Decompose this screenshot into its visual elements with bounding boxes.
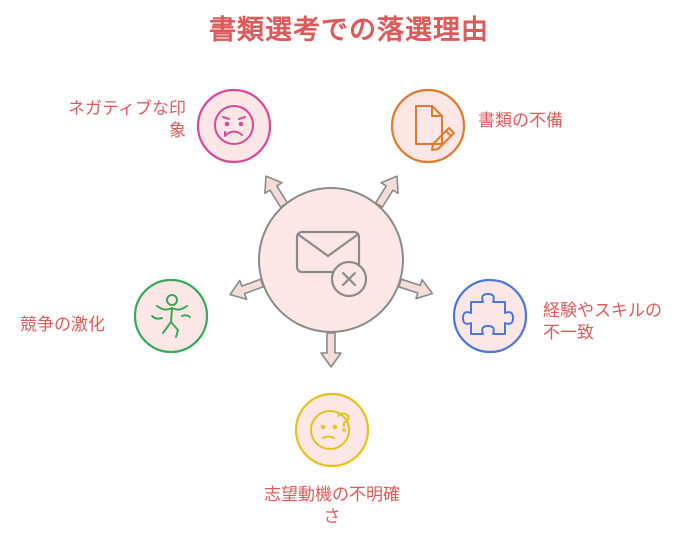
node-competition: [133, 278, 209, 354]
arrow-to-negative: [264, 175, 289, 208]
label-negative-line-2: 象: [169, 121, 186, 141]
documents-circle: [390, 88, 466, 164]
center-circle: [258, 187, 404, 333]
motivation-circle: [294, 392, 370, 468]
diagram-title: 書類選考での落選理由: [209, 15, 489, 46]
node-motivation: [294, 392, 370, 468]
envelope-x-icon: [295, 230, 368, 298]
label-negative: ネガティブな印 象: [38, 98, 186, 142]
arrow-to-mismatch: [397, 278, 434, 300]
label-documents: 書類の不備: [478, 110, 563, 132]
label-documents-line-1: 書類の不備: [478, 111, 563, 131]
label-competition-line-1: 競争の激化: [20, 315, 105, 335]
arrow-to-motivation: [320, 332, 342, 368]
center-node: [258, 187, 404, 333]
node-documents: [390, 88, 466, 164]
label-motivation: 志望動機の不明確 さ: [232, 484, 432, 528]
puzzle-icon: [462, 293, 514, 335]
label-mismatch: 経験やスキルの 不一致: [543, 300, 662, 344]
mismatch-circle: [452, 278, 528, 354]
negative-circle: [196, 88, 272, 164]
document-pen-icon: [415, 105, 455, 151]
label-mismatch-line-2: 不一致: [543, 323, 594, 343]
label-negative-line-1: ネガティブな印: [68, 99, 186, 119]
node-mismatch: [452, 278, 528, 354]
arrows: [229, 175, 434, 368]
arrow-to-competition: [229, 278, 265, 301]
runner-icon: [151, 294, 191, 338]
arrow-to-documents: [374, 175, 399, 208]
label-motivation-line-1: 志望動機の不明確: [264, 485, 400, 505]
confused-face-icon: [310, 410, 350, 450]
worried-face-icon: [214, 105, 254, 145]
label-competition: 競争の激化: [20, 314, 105, 336]
label-mismatch-line-1: 経験やスキルの: [543, 301, 662, 321]
node-negative: [196, 88, 272, 164]
label-motivation-line-2: さ: [323, 507, 341, 527]
